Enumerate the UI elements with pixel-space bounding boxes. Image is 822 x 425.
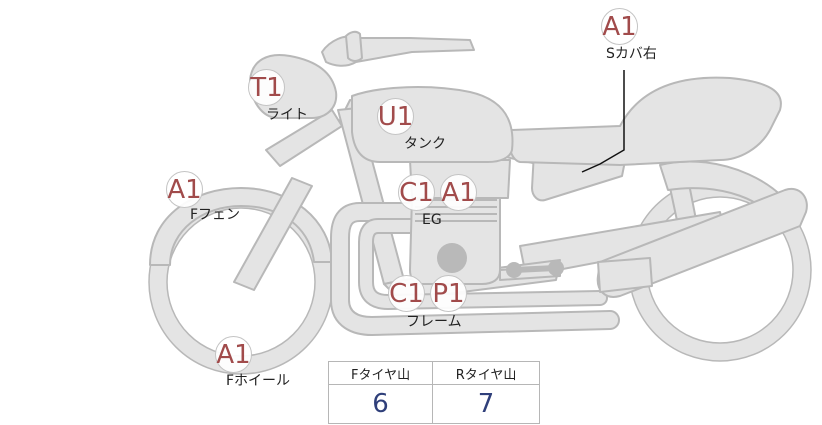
muffler-joint [597,257,653,293]
engine-condition-badge-1[interactable]: C1 [398,174,435,211]
exhaust-pipe-inner [360,220,606,308]
fork-triple-clamp [265,109,343,167]
mirror-stem [345,30,363,62]
frame-condition-badge-2[interactable]: P1 [430,275,467,312]
front-fork-left [233,177,313,291]
exhaust-pipe [332,204,618,334]
tank-condition-badge[interactable]: U1 [377,98,414,135]
front-wheel-label: Fホイール [226,373,291,389]
rear-tire-tread-value[interactable]: 7 [432,384,540,424]
light-condition-badge[interactable]: T1 [248,69,285,106]
tire-tread-header-row: Fタイヤ山 Rタイヤ山 [327,361,540,385]
handlebar-shape [321,35,475,67]
tire-tread-value-row: 6 7 [327,384,540,424]
side-cover-right-label: Sカバ右 [606,46,657,62]
frame-condition-badge-1[interactable]: C1 [388,275,425,312]
front-tire-tread-header: Fタイヤ山 [327,361,434,385]
frame-label: フレーム [406,314,462,330]
tank-label: タンク [404,136,446,152]
rear-tire-tread-header: Rタイヤ山 [432,361,540,385]
chain-link [513,265,557,273]
tire-tread-table: Fタイヤ山 Rタイヤ山 6 7 [327,361,540,424]
engine-crank-cover [437,243,467,273]
front-tire-tread-value[interactable]: 6 [327,384,434,424]
seat-shape [508,76,782,166]
engine-condition-badge-2[interactable]: A1 [440,174,477,211]
engine-label: EG [422,212,442,228]
front-fender-condition-badge[interactable]: A1 [166,171,203,208]
light-label: ライト [266,107,308,123]
front-wheel-condition-badge[interactable]: A1 [215,336,252,373]
front-fender-label: Fフェン [190,207,241,223]
side-cover-right-condition-badge[interactable]: A1 [601,8,638,45]
